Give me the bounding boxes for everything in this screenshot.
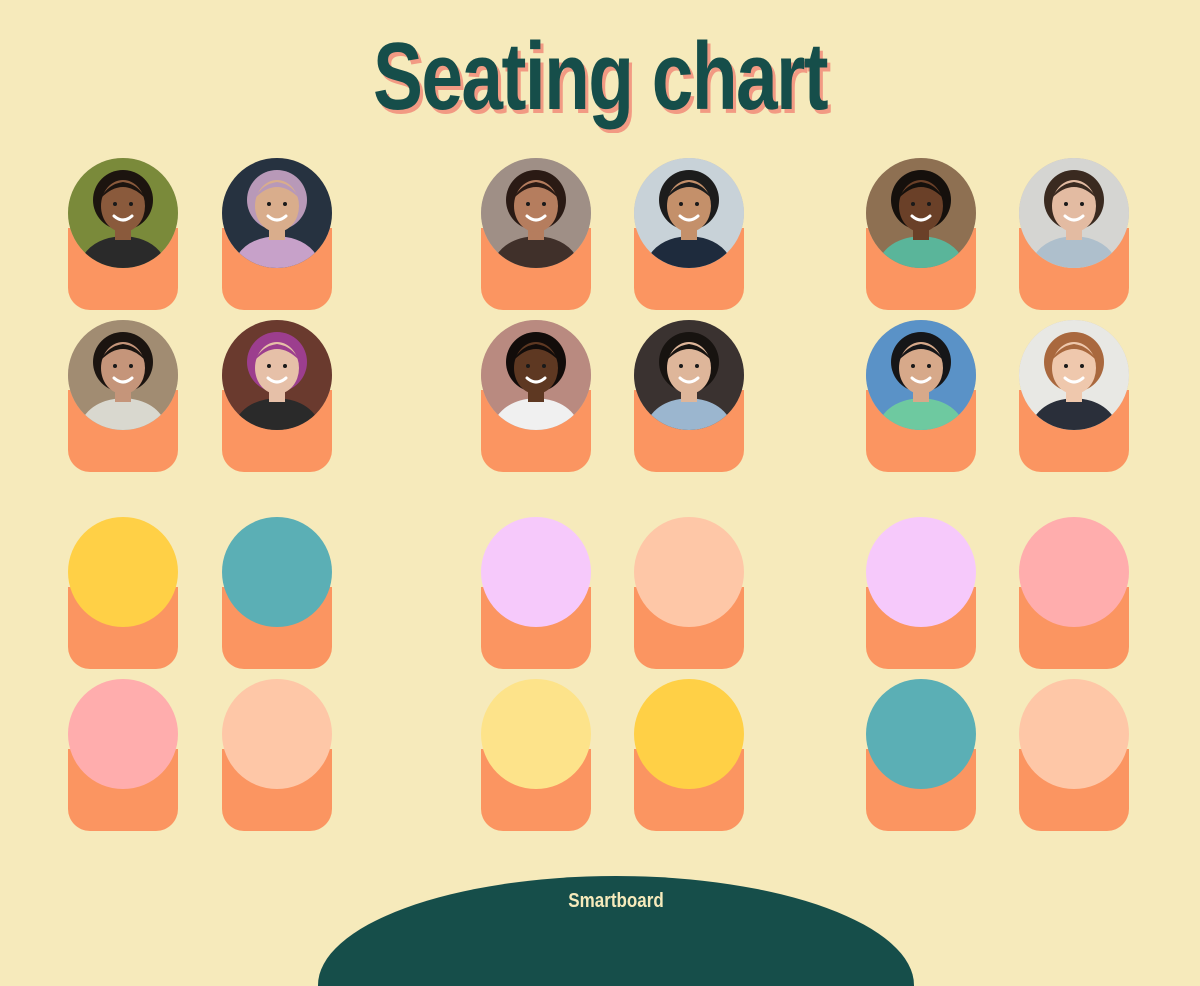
seat[interactable] xyxy=(634,320,744,472)
student-photo xyxy=(866,320,976,430)
student-photo xyxy=(634,158,744,268)
seat[interactable] xyxy=(481,679,591,831)
seat[interactable] xyxy=(1019,679,1129,831)
empty-seat-circle xyxy=(68,679,178,789)
seat[interactable] xyxy=(68,517,178,669)
empty-seat-circle xyxy=(222,517,332,627)
empty-seat-circle xyxy=(1019,517,1129,627)
seat[interactable] xyxy=(481,158,591,310)
student-photo xyxy=(866,158,976,268)
student-photo xyxy=(1019,158,1129,268)
student-photo xyxy=(634,320,744,430)
student-photo xyxy=(1019,320,1129,430)
student-photo xyxy=(222,158,332,268)
page-title: Seating chart xyxy=(372,23,829,130)
smartboard-label: Smartboard xyxy=(568,890,664,912)
seat[interactable] xyxy=(68,158,178,310)
seat[interactable] xyxy=(481,517,591,669)
seat[interactable] xyxy=(866,517,976,669)
student-photo xyxy=(68,158,178,268)
empty-seat-circle xyxy=(68,517,178,627)
seat[interactable] xyxy=(68,679,178,831)
seat[interactable] xyxy=(1019,320,1129,472)
seat[interactable] xyxy=(222,320,332,472)
empty-seat-circle xyxy=(634,679,744,789)
empty-seat-circle xyxy=(634,517,744,627)
seat[interactable] xyxy=(634,158,744,310)
seat[interactable] xyxy=(866,320,976,472)
student-photo xyxy=(222,320,332,430)
seat[interactable] xyxy=(866,679,976,831)
seat[interactable] xyxy=(634,517,744,669)
seat[interactable] xyxy=(68,320,178,472)
empty-seat-circle xyxy=(481,679,591,789)
seat[interactable] xyxy=(481,320,591,472)
student-photo xyxy=(481,158,591,268)
seat[interactable] xyxy=(866,158,976,310)
seat[interactable] xyxy=(634,679,744,831)
seat[interactable] xyxy=(222,517,332,669)
smartboard: Smartboard xyxy=(318,876,914,986)
empty-seat-circle xyxy=(866,517,976,627)
seat[interactable] xyxy=(222,679,332,831)
seat[interactable] xyxy=(1019,158,1129,310)
seat[interactable] xyxy=(1019,517,1129,669)
empty-seat-circle xyxy=(481,517,591,627)
seat[interactable] xyxy=(222,158,332,310)
empty-seat-circle xyxy=(222,679,332,789)
empty-seat-circle xyxy=(866,679,976,789)
student-photo xyxy=(481,320,591,430)
empty-seat-circle xyxy=(1019,679,1129,789)
student-photo xyxy=(68,320,178,430)
